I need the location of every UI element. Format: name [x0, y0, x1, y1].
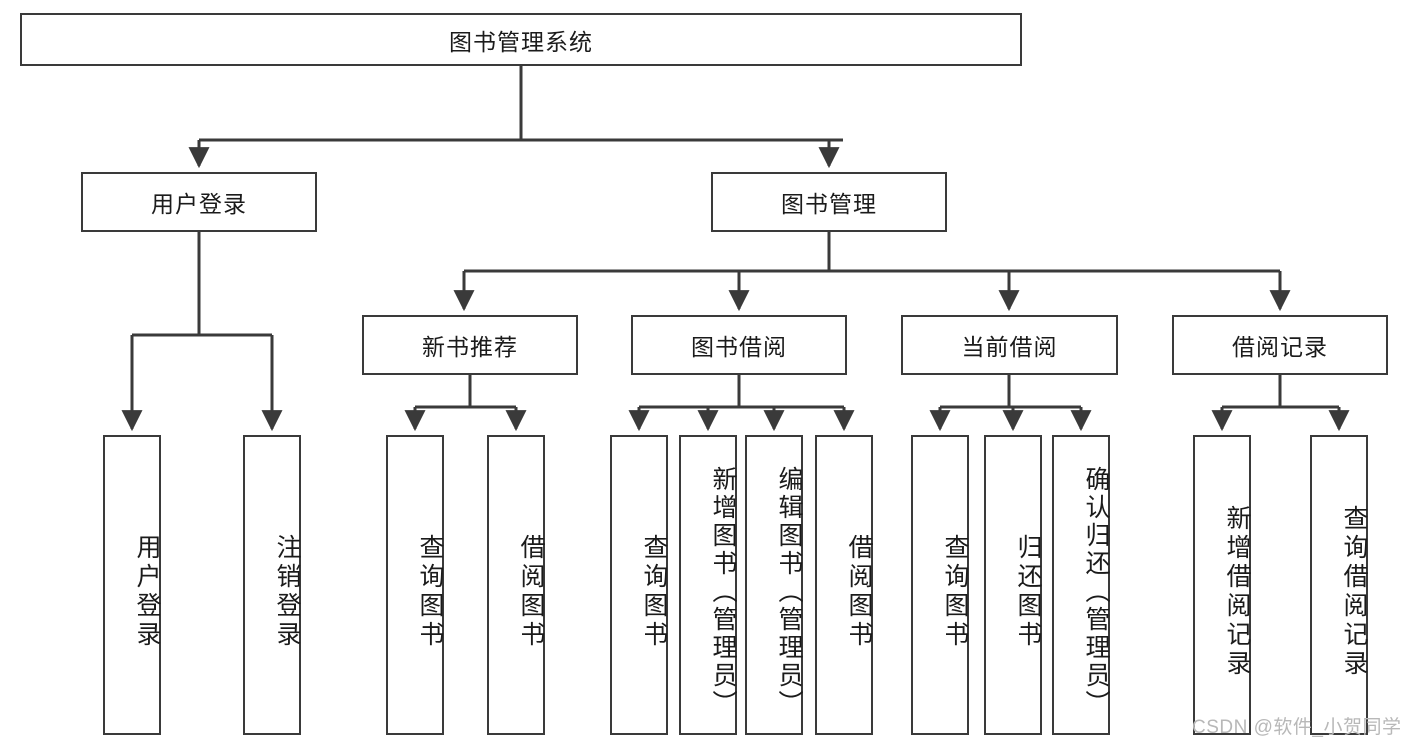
node-leaf-return-book[interactable]: 归还图书	[984, 435, 1042, 735]
node-leaf-confirm-return-label: 确认归还（管理员）	[1082, 466, 1110, 718]
node-leaf-borrow-book-1-label: 借阅图书	[517, 534, 545, 650]
node-leaf-edit-book[interactable]: 编辑图书（管理员）	[745, 435, 803, 735]
node-leaf-user-login[interactable]: 用户登录	[103, 435, 161, 735]
node-book-borrow-label: 图书借阅	[691, 334, 787, 360]
node-leaf-query-book-3-label: 查询图书	[941, 534, 969, 650]
node-leaf-add-book[interactable]: 新增图书（管理员）	[679, 435, 737, 735]
node-user-login[interactable]: 用户登录	[81, 172, 317, 232]
node-leaf-borrow-book-2-label: 借阅图书	[845, 534, 873, 650]
node-leaf-return-book-label: 归还图书	[1014, 534, 1042, 650]
node-book-borrow[interactable]: 图书借阅	[631, 315, 847, 375]
node-borrow-record[interactable]: 借阅记录	[1172, 315, 1388, 375]
csdn-watermark: CSDN @软件_小贺同学	[1192, 717, 1402, 738]
node-leaf-confirm-return[interactable]: 确认归还（管理员）	[1052, 435, 1110, 735]
node-root-label: 图书管理系统	[449, 28, 593, 55]
node-leaf-add-record[interactable]: 新增借阅记录	[1193, 435, 1251, 735]
node-leaf-borrow-book-2[interactable]: 借阅图书	[815, 435, 873, 735]
node-leaf-user-login-label: 用户登录	[133, 534, 161, 650]
node-leaf-query-book-2-label: 查询图书	[640, 534, 668, 650]
node-leaf-add-record-label: 新增借阅记录	[1223, 505, 1251, 679]
node-leaf-query-record-label: 查询借阅记录	[1340, 505, 1368, 679]
node-leaf-user-logout-label: 注销登录	[273, 534, 301, 650]
node-leaf-edit-book-label: 编辑图书（管理员）	[775, 466, 803, 718]
node-leaf-query-book-3[interactable]: 查询图书	[911, 435, 969, 735]
node-new-book-rec-label: 新书推荐	[422, 334, 518, 360]
node-borrow-record-label: 借阅记录	[1232, 334, 1328, 360]
node-leaf-query-book-1[interactable]: 查询图书	[386, 435, 444, 735]
node-book-manage-label: 图书管理	[781, 191, 877, 217]
node-leaf-query-book-2[interactable]: 查询图书	[610, 435, 668, 735]
node-new-book-rec[interactable]: 新书推荐	[362, 315, 578, 375]
node-leaf-borrow-book-1[interactable]: 借阅图书	[487, 435, 545, 735]
node-book-manage[interactable]: 图书管理	[711, 172, 947, 232]
node-current-borrow[interactable]: 当前借阅	[901, 315, 1118, 375]
node-leaf-query-record[interactable]: 查询借阅记录	[1310, 435, 1368, 735]
node-user-login-label: 用户登录	[151, 191, 247, 217]
node-leaf-user-logout[interactable]: 注销登录	[243, 435, 301, 735]
node-current-borrow-label: 当前借阅	[961, 334, 1058, 360]
node-root[interactable]: 图书管理系统	[20, 13, 1022, 66]
node-leaf-add-book-label: 新增图书（管理员）	[709, 466, 737, 718]
node-leaf-query-book-1-label: 查询图书	[416, 534, 444, 650]
